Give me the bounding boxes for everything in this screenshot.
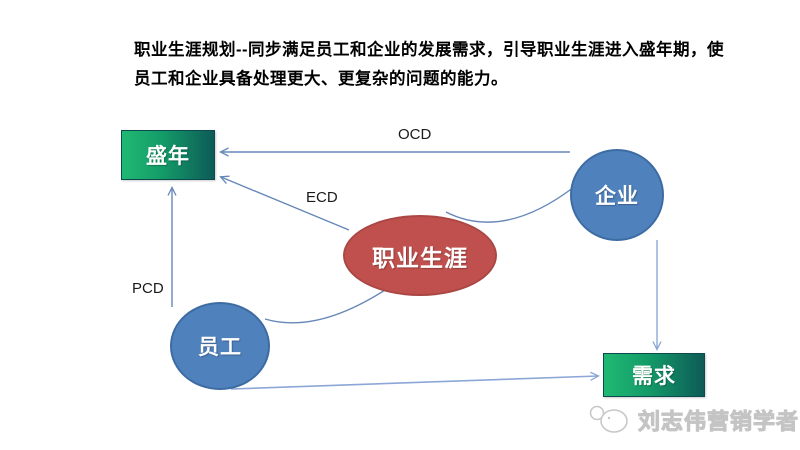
node-enterprise: 企业	[570, 149, 664, 241]
edge-label-pcd: PCD	[132, 280, 164, 297]
arrow-employee-to-demand	[230, 371, 600, 390]
node-enterprise-label: 企业	[595, 185, 639, 208]
watermark-logo-icon	[589, 405, 628, 433]
curve-employee-to-career	[264, 289, 386, 324]
node-prime-years-label: 盛年	[146, 145, 190, 168]
watermark: 刘志伟营销学者	[588, 401, 799, 439]
node-employee-label: 员工	[198, 336, 242, 359]
node-demand: 需求	[603, 353, 705, 397]
node-prime-years: 盛年	[121, 130, 215, 180]
slide-title: 职业生涯规划--同步满足员工和企业的发展需求，引导职业生涯进入盛年期，使 员工和…	[134, 36, 724, 94]
edge-label-ocd: OCD	[398, 126, 432, 143]
title-line-2: 员工和企业具备处理更大、更复杂的问题的能力。	[134, 70, 508, 88]
node-career-label: 职业生涯	[372, 244, 468, 271]
node-demand-label: 需求	[632, 365, 676, 388]
edge-label-ecd: ECD	[306, 189, 338, 206]
node-career: 职业生涯	[343, 215, 497, 296]
curve-enterprise-to-career	[445, 186, 575, 223]
arrow-ecd-career-to-prime	[219, 175, 350, 231]
title-line-1: 职业生涯规划--同步满足员工和企业的发展需求，引导职业生涯进入盛年期，使	[134, 41, 724, 59]
watermark-text: 刘志伟营销学者	[637, 409, 800, 435]
node-employee: 员工	[170, 302, 270, 390]
